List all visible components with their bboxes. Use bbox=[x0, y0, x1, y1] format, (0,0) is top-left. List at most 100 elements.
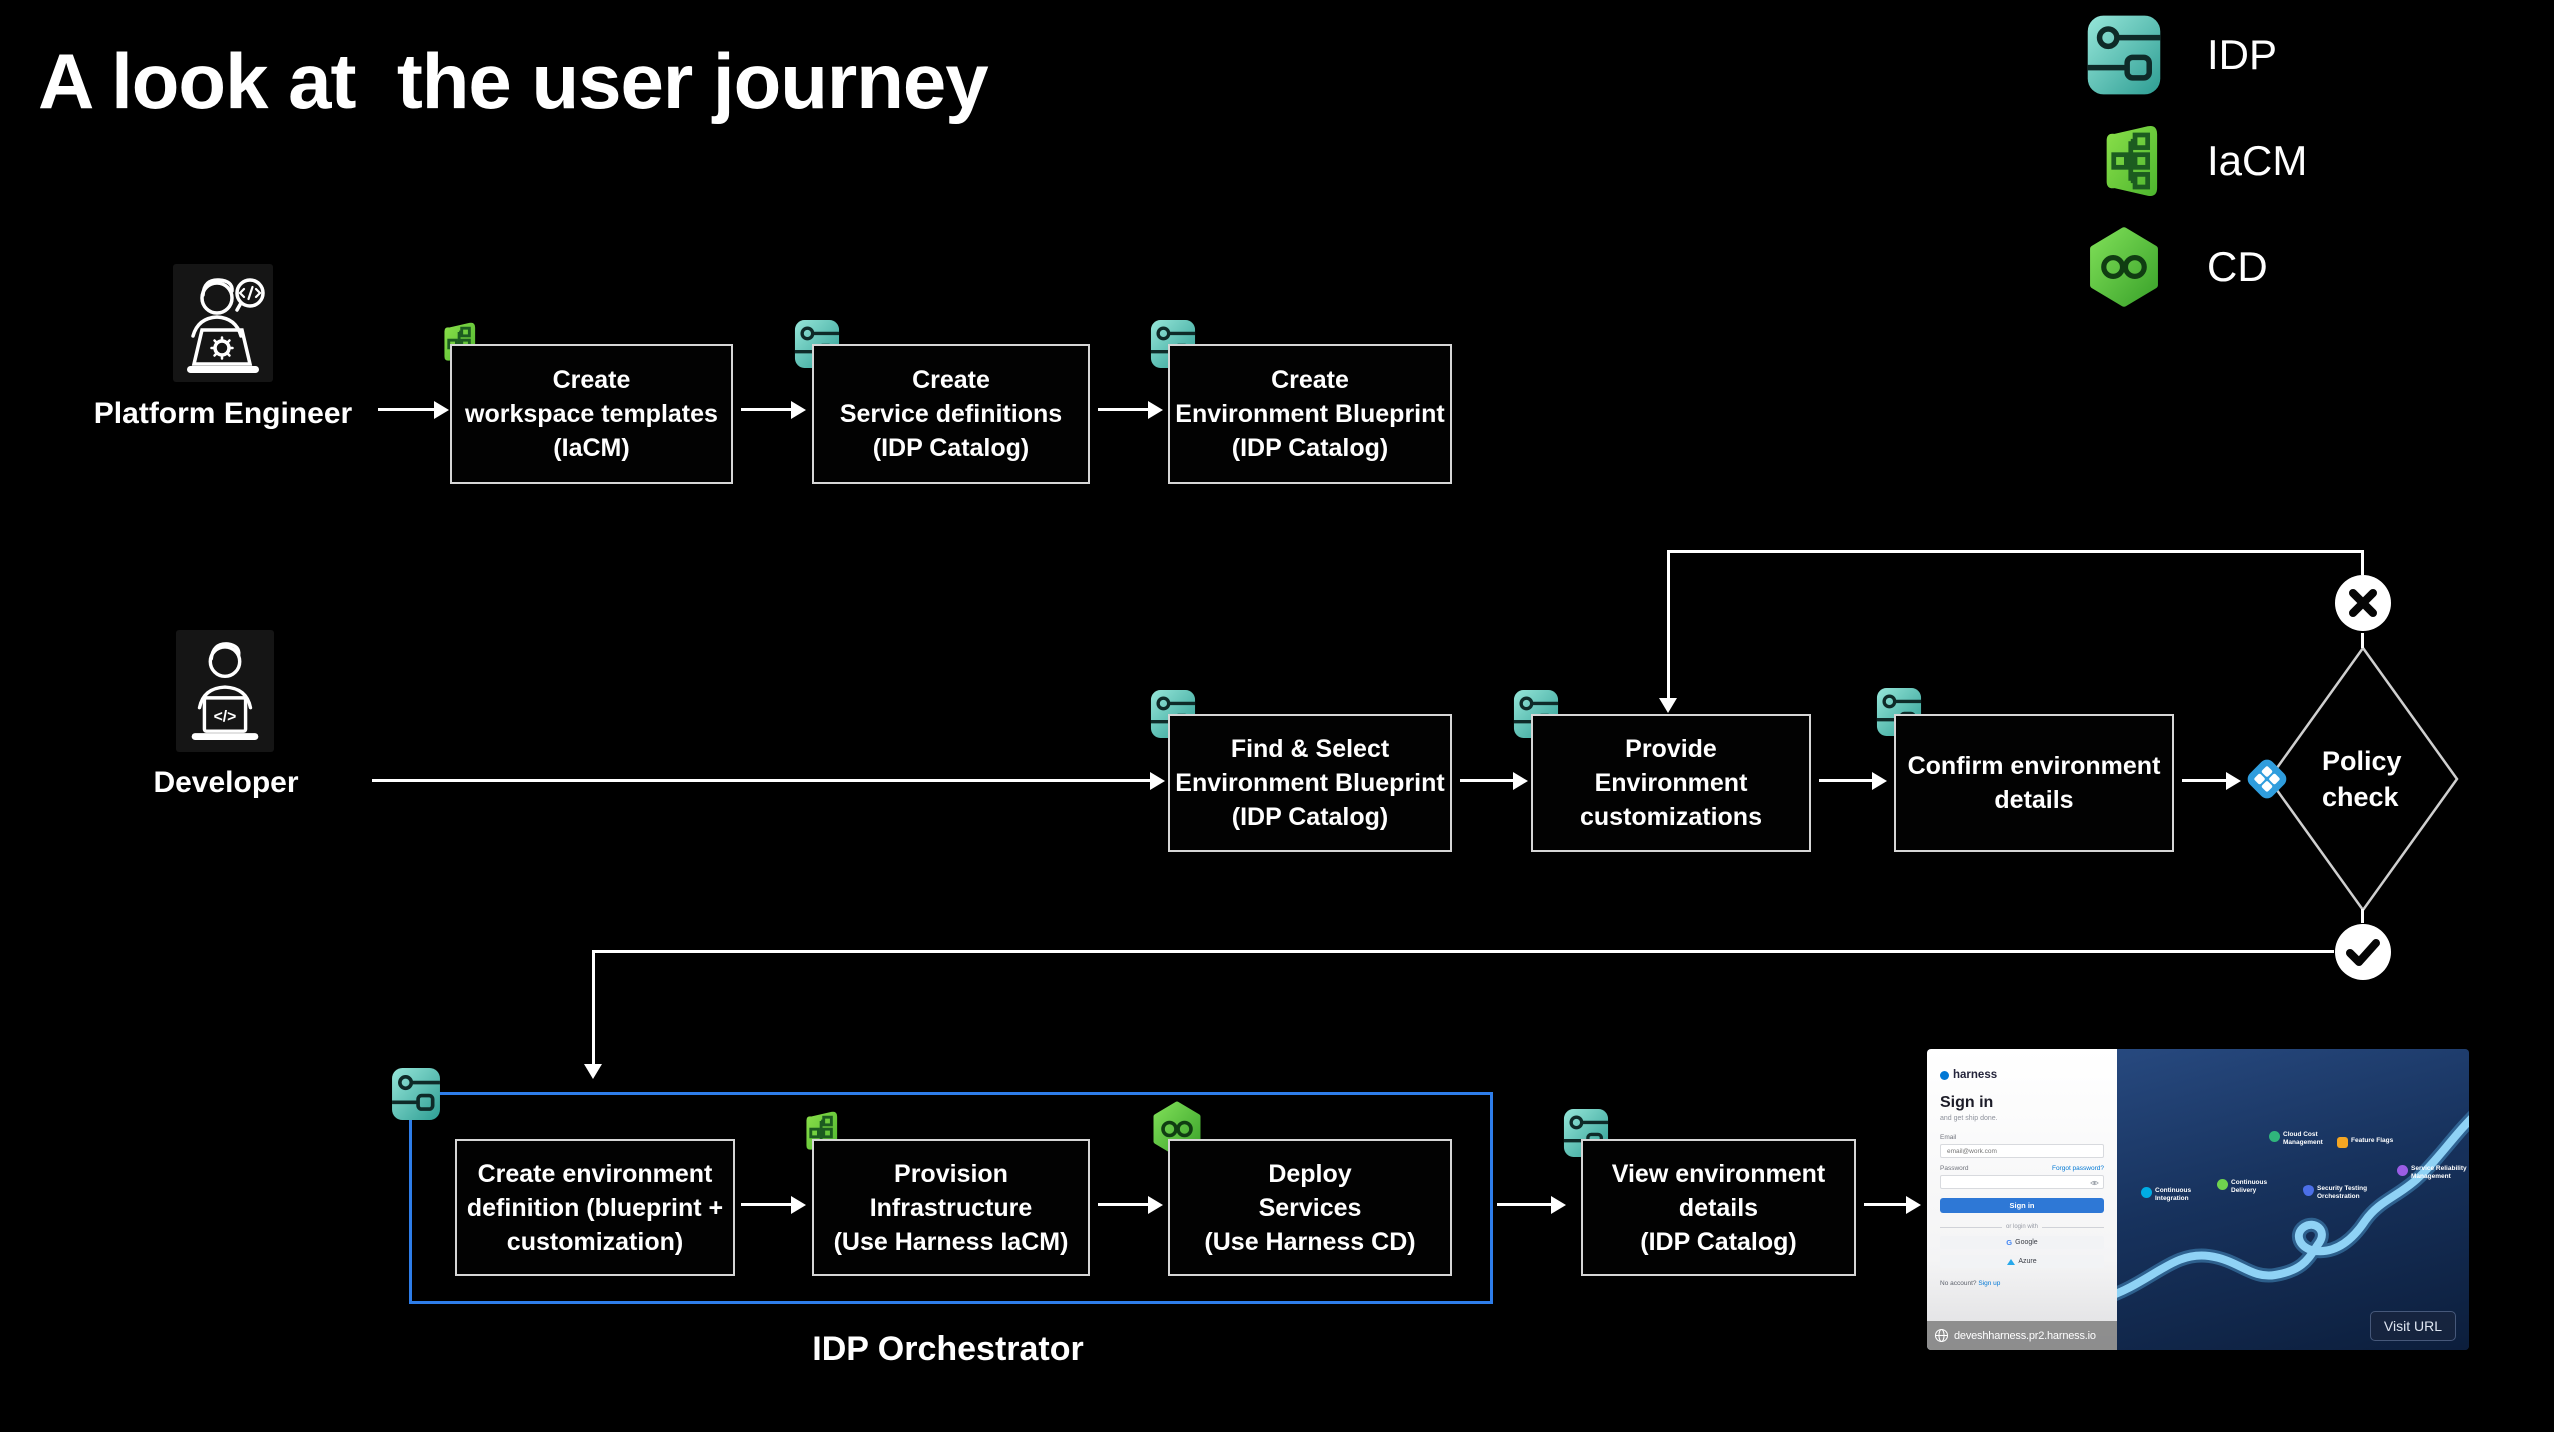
arrow-view-preview bbox=[1864, 1203, 1906, 1206]
visit-url-button[interactable]: Visit URL bbox=[2369, 1311, 2456, 1341]
email-label: Email bbox=[1940, 1134, 1957, 1141]
arrowhead bbox=[2226, 772, 2241, 790]
harness-logo-icon bbox=[1940, 1070, 1949, 1080]
step-create-workspace-templates: Create workspace templates (IaCM) bbox=[450, 344, 733, 484]
step-create-service-definitions: Create Service definitions (IDP Catalog) bbox=[812, 344, 1090, 484]
legend-item-idp: IDP bbox=[2085, 14, 2277, 96]
arrowhead bbox=[434, 401, 449, 419]
email-field[interactable] bbox=[1940, 1144, 2104, 1158]
line-x-up bbox=[2361, 551, 2364, 575]
line-pass-drop bbox=[592, 952, 595, 1064]
step-label: (IDP Catalog) bbox=[1231, 803, 1389, 831]
azure-icon bbox=[2007, 1258, 2016, 1265]
arrowhead bbox=[1148, 401, 1163, 419]
azure-signin-button[interactable]: Azure bbox=[1940, 1255, 2104, 1268]
product-feature-flags: Feature Flags bbox=[2337, 1137, 2393, 1148]
arrowhead bbox=[791, 401, 806, 419]
step-label: Provide bbox=[1625, 735, 1717, 763]
line-pass bbox=[592, 950, 2334, 953]
arrow-dev-to-find bbox=[372, 779, 1150, 782]
idp-orchestrator-frame bbox=[409, 1092, 1493, 1304]
platform-engineer-label: Platform Engineer bbox=[93, 397, 353, 430]
legend-label-cd: CD bbox=[2207, 243, 2268, 290]
journey-road bbox=[2095, 1110, 2469, 1306]
arrowhead bbox=[791, 1196, 806, 1214]
step-label: Environment Blueprint bbox=[1175, 769, 1445, 797]
legend-item-cd: CD bbox=[2085, 226, 2268, 308]
step-label: definition (blueprint + bbox=[466, 1193, 724, 1222]
azure-label: Azure bbox=[2018, 1258, 2037, 1265]
developer-icon: </> bbox=[176, 630, 274, 752]
iacm-icon bbox=[2085, 120, 2163, 202]
svg-text:</>: </> bbox=[214, 708, 237, 725]
arrow-find-provide bbox=[1460, 779, 1513, 782]
arrowhead bbox=[584, 1064, 602, 1079]
step-label: details bbox=[1994, 786, 2074, 814]
step-label: Infrastructure bbox=[869, 1193, 1033, 1222]
step-deploy-services: Deploy Services (Use Harness CD) bbox=[1168, 1139, 1452, 1276]
url-bar: deveshharness.pr2.harness.io bbox=[1927, 1321, 2117, 1350]
signup-link[interactable]: Sign up bbox=[1978, 1280, 2001, 1287]
ccm-icon bbox=[2269, 1131, 2280, 1142]
sto-icon bbox=[2303, 1185, 2314, 1196]
page-title: A look at the user journey bbox=[38, 37, 989, 125]
google-label: Google bbox=[2015, 1239, 2038, 1246]
line-diamond-to-check bbox=[2361, 909, 2364, 923]
harness-signin-screenshot: harness Sign in and get ship done. Email… bbox=[1927, 1049, 2469, 1350]
idp-icon bbox=[2085, 14, 2163, 96]
step-label: (IaCM) bbox=[553, 434, 630, 462]
google-signin-button[interactable]: G Google bbox=[1940, 1236, 2104, 1249]
globe-icon bbox=[1934, 1328, 1949, 1343]
password-label: Password bbox=[1940, 1165, 1969, 1172]
platform-engineer-icon bbox=[173, 264, 273, 382]
step-label: Create bbox=[1271, 366, 1349, 394]
idp-orchestrator-label: IDP Orchestrator bbox=[812, 1330, 1084, 1368]
arrowhead bbox=[1551, 1196, 1566, 1214]
arrowhead bbox=[1150, 772, 1165, 790]
idp-icon bbox=[391, 1066, 441, 1122]
no-account-row: No account? Sign up bbox=[1940, 1280, 2104, 1287]
google-icon: G bbox=[2006, 1238, 2013, 1247]
step-label: workspace templates bbox=[465, 400, 718, 428]
step-label: Provision bbox=[894, 1159, 1008, 1188]
forgot-password-link[interactable]: Forgot password? bbox=[2051, 1165, 2104, 1172]
arrow-provide-confirm bbox=[1819, 779, 1872, 782]
step-label: Environment bbox=[1594, 769, 1748, 797]
show-password-icon[interactable] bbox=[2090, 1179, 2099, 1187]
password-input[interactable] bbox=[1945, 1177, 2099, 1187]
arrow-step2-step3 bbox=[1098, 408, 1148, 411]
step-label: customizations bbox=[1580, 803, 1762, 831]
arrowhead bbox=[1148, 1196, 1163, 1214]
step-label: Create bbox=[912, 366, 990, 394]
harness-logo-text: harness bbox=[1953, 1069, 1998, 1081]
harness-logo: harness bbox=[1940, 1069, 2104, 1081]
arrow-def-provision bbox=[741, 1203, 791, 1206]
signin-panel: harness Sign in and get ship done. Email… bbox=[1927, 1049, 2117, 1350]
signin-heading: Sign in bbox=[1940, 1094, 1994, 1111]
step-label: (IDP Catalog) bbox=[872, 434, 1030, 462]
legend-label-iacm: IaCM bbox=[2207, 137, 2308, 184]
policy-check-line: Policy bbox=[2322, 746, 2402, 776]
legend-item-iacm: IaCM bbox=[2085, 120, 2307, 202]
developer-label: Developer bbox=[153, 766, 299, 799]
legend-label-idp: IDP bbox=[2207, 31, 2278, 78]
signin-button[interactable]: Sign in bbox=[1940, 1198, 2104, 1213]
arrow-confirm-policy bbox=[2182, 779, 2226, 782]
line-fail-drop bbox=[1667, 551, 1670, 698]
step-find-select-blueprint: Find & Select Environment Blueprint (IDP… bbox=[1168, 714, 1452, 852]
line-fail-loop bbox=[1667, 550, 2364, 553]
policy-fail-icon bbox=[2333, 573, 2393, 633]
step-label: (IDP Catalog) bbox=[1640, 1227, 1797, 1256]
password-field[interactable] bbox=[1940, 1175, 2104, 1189]
email-input[interactable] bbox=[1945, 1146, 2099, 1156]
step-label: View environment bbox=[1611, 1159, 1826, 1188]
cd-icon bbox=[2085, 226, 2163, 308]
step-label: Create environment bbox=[477, 1159, 713, 1188]
line-diamond-to-x bbox=[2361, 633, 2364, 648]
step-label: Create bbox=[552, 366, 631, 394]
policy-pass-icon bbox=[2333, 922, 2393, 982]
